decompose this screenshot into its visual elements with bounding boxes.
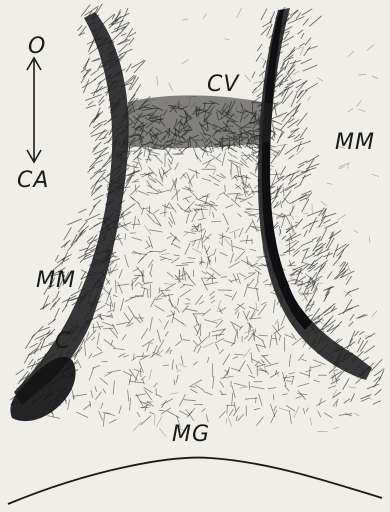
label-mm-right: MM — [335, 132, 375, 154]
label-mg: MG — [172, 424, 210, 446]
label-ca: CA — [17, 170, 49, 192]
label-c: C — [55, 331, 71, 353]
bottom-contour-line — [8, 458, 382, 504]
label-mm-left: MM — [36, 270, 76, 292]
label-cv: CV — [207, 74, 239, 96]
cv-band — [126, 95, 272, 148]
label-o: O — [28, 36, 46, 58]
orientation-arrow-icon — [27, 58, 41, 162]
